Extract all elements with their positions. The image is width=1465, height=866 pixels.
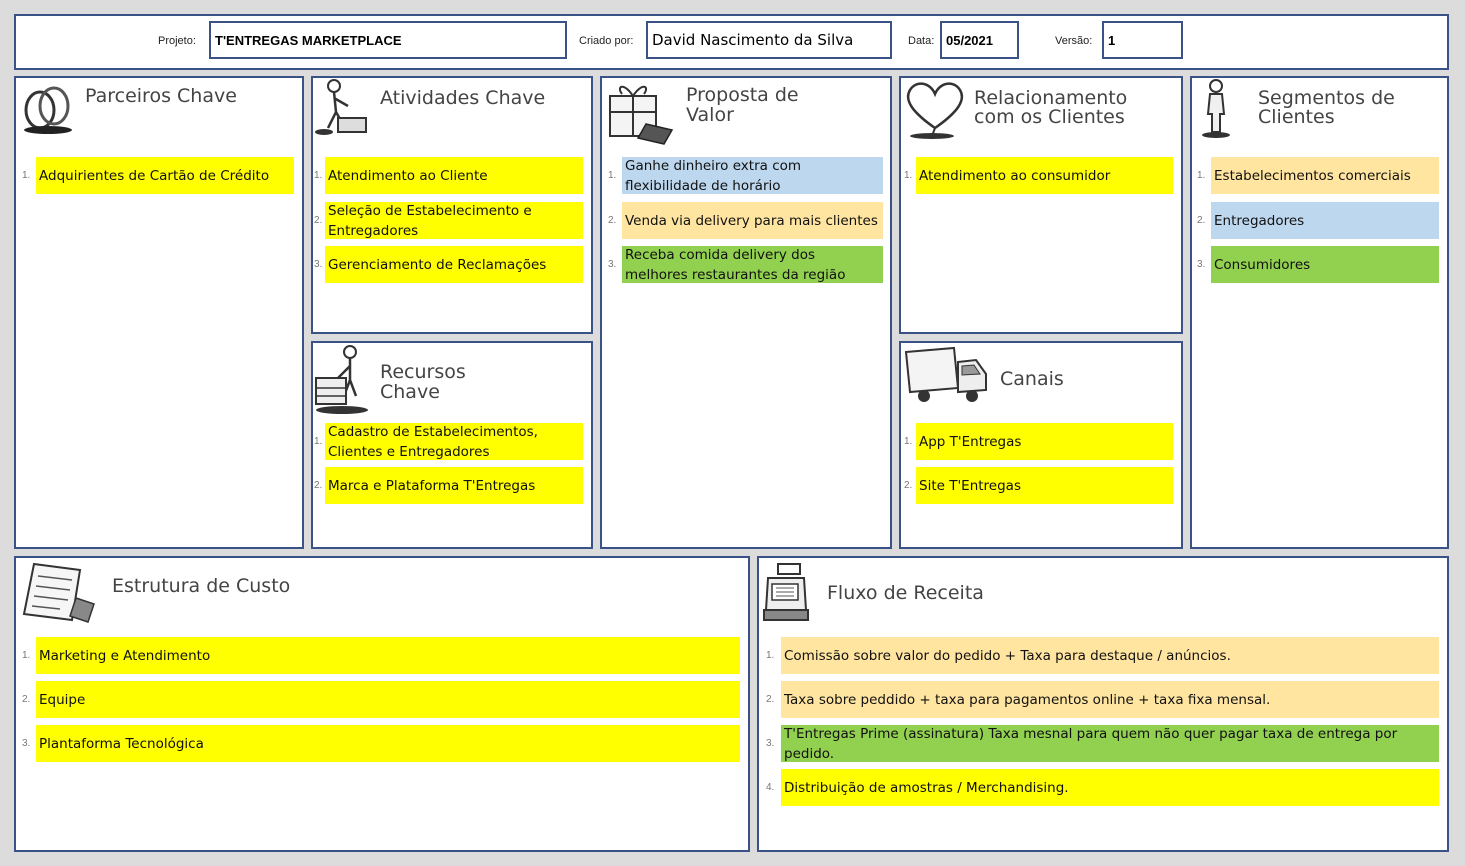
list-item-number: 2. <box>904 479 913 491</box>
list-item-number: 1. <box>904 169 913 181</box>
list-item-number: 4. <box>766 781 775 793</box>
proposta-item[interactable]: Venda via delivery para mais clientes <box>622 202 883 239</box>
versao-label: Versão: <box>1055 35 1093 47</box>
list-item-number: 1. <box>314 169 323 181</box>
person-icon <box>1202 79 1230 138</box>
proposta-item[interactable]: Receba comida delivery dos melhores rest… <box>622 246 883 283</box>
list-item-number: 2. <box>22 693 31 705</box>
list-item-number: 1. <box>22 169 31 181</box>
segmentos-title-1: Segmentos de <box>1258 87 1395 109</box>
proposta-valor-box <box>600 76 892 549</box>
list-item-number: 2. <box>766 693 775 705</box>
parceiros-chave-box <box>14 76 304 549</box>
relacionamento-title-2: com os Clientes <box>974 106 1125 128</box>
cash-register-icon <box>763 563 809 621</box>
custo-item[interactable]: Marketing e Atendimento <box>36 637 740 674</box>
receita-item[interactable]: T'Entregas Prime (assinatura) Taxa mesna… <box>781 725 1439 762</box>
list-item-number: 3. <box>1197 258 1206 270</box>
custo-item[interactable]: Plantaforma Tecnológica <box>36 725 740 762</box>
recursos-item[interactable]: Cadastro de Estabelecimentos, Clientes e… <box>325 423 583 460</box>
parceiros-item[interactable]: Adquirientes de Cartão de Crédito <box>36 157 294 194</box>
proposta-item[interactable]: Ganhe dinheiro extra com flexibilidade d… <box>622 157 883 194</box>
segmentos-title-2: Clientes <box>1258 106 1335 128</box>
receita-item[interactable]: Distribuição de amostras / Merchandising… <box>781 769 1439 806</box>
criado-por-label: Criado por: <box>579 35 634 47</box>
receita-item[interactable]: Taxa sobre peddido + taxa para pagamento… <box>781 681 1439 718</box>
list-item-number: 1. <box>904 435 913 447</box>
list-item-number: 1. <box>608 169 617 181</box>
canais-item[interactable]: App T'Entregas <box>916 423 1173 460</box>
recursos-chave-title-2: Chave <box>380 381 440 403</box>
estrutura-custo-title: Estrutura de Custo <box>112 575 291 597</box>
worker-icon <box>315 79 367 135</box>
forklift-worker-icon <box>315 345 368 414</box>
list-item-number: 2. <box>314 479 323 491</box>
receita-item[interactable]: Comissão sobre valor do pedido + Taxa pa… <box>781 637 1439 674</box>
invoice-icon <box>22 562 95 623</box>
parceiros-chave-title: Parceiros Chave <box>85 85 237 107</box>
list-item-number: 1. <box>22 649 31 661</box>
custo-item[interactable]: Equipe <box>36 681 740 718</box>
list-item-number: 3. <box>608 258 617 270</box>
segmentos-box <box>1190 76 1449 549</box>
relacionamento-title-1: Relacionamento <box>974 87 1128 109</box>
atividades-item[interactable]: Atendimento ao Cliente <box>325 157 583 194</box>
recursos-chave-title-1: Recursos <box>380 361 466 383</box>
recursos-item[interactable]: Marca e Plataforma T'Entregas <box>325 467 583 504</box>
gift-icon <box>609 85 674 145</box>
list-item-number: 3. <box>22 737 31 749</box>
atividades-chave-title: Atividades Chave <box>380 87 546 109</box>
projeto-label: Projeto: <box>158 35 196 47</box>
list-item-number: 3. <box>314 258 323 270</box>
rings-icon <box>24 86 72 134</box>
list-item-number: 1. <box>314 435 323 447</box>
segmentos-item[interactable]: Estabelecimentos comerciais <box>1211 157 1439 194</box>
segmentos-item[interactable]: Consumidores <box>1211 246 1439 283</box>
list-item-number: 2. <box>1197 214 1206 226</box>
list-item-number: 2. <box>608 214 617 226</box>
canais-title: Canais <box>1000 368 1064 390</box>
criado-por-field[interactable]: David Nascimento da Silva <box>646 21 892 59</box>
heart-icon <box>906 82 964 139</box>
segmentos-item[interactable]: Entregadores <box>1211 202 1439 239</box>
list-item-number: 1. <box>766 649 775 661</box>
truck-icon <box>904 346 987 402</box>
data-field[interactable]: 05/2021 <box>940 21 1019 59</box>
list-item-number: 1. <box>1197 169 1206 181</box>
versao-field[interactable]: 1 <box>1102 21 1183 59</box>
fluxo-receita-title: Fluxo de Receita <box>827 582 984 604</box>
data-label: Data: <box>908 35 935 47</box>
relacionamento-item[interactable]: Atendimento ao consumidor <box>916 157 1173 194</box>
list-item-number: 2. <box>314 214 323 226</box>
proposta-valor-title-1: Proposta de <box>686 84 799 106</box>
atividades-item[interactable]: Gerenciamento de Reclamações <box>325 246 583 283</box>
canais-item[interactable]: Site T'Entregas <box>916 467 1173 504</box>
projeto-field[interactable]: T'ENTREGAS MARKETPLACE <box>209 21 567 59</box>
atividades-item[interactable]: Seleção de Estabelecimento e Entregadore… <box>325 202 583 239</box>
list-item-number: 3. <box>766 737 775 749</box>
proposta-valor-title-2: Valor <box>686 104 734 126</box>
